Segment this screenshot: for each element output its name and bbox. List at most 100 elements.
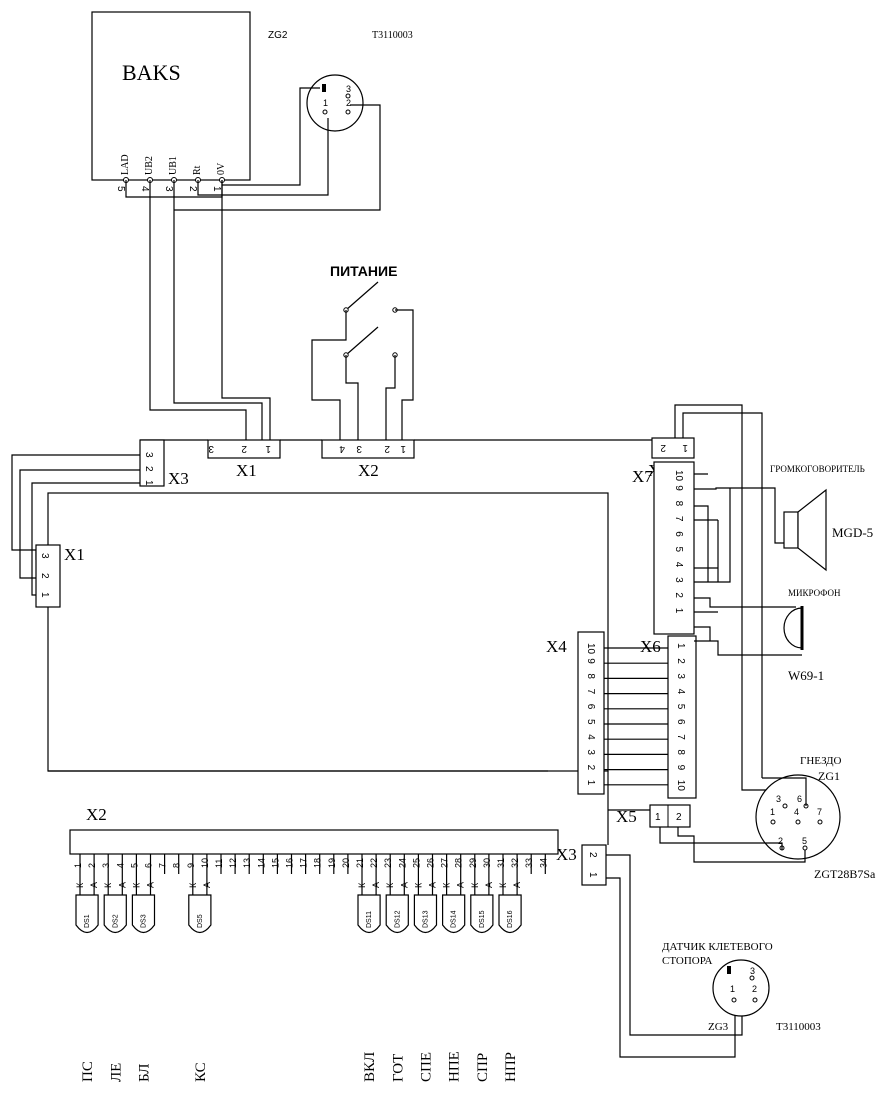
zg2-pin-c: 2	[346, 98, 351, 108]
baks-block: BAKS LAD UB2 UB1 Rt 0V 5 4 3 2 1	[91, 11, 251, 192]
top-x1-pin-3: 3	[208, 443, 214, 454]
top-x1-pin-2: 2	[241, 443, 247, 454]
led-name: НПР	[503, 1052, 519, 1082]
x7-pin: 4	[673, 562, 684, 568]
led-name: ПС	[80, 1061, 96, 1082]
zg2-pin-b: 1	[323, 98, 328, 108]
x2-pin-num: 22	[369, 858, 379, 868]
x2-pin-num: 29	[468, 858, 478, 868]
inner-x4-pin: 5	[585, 719, 596, 725]
zg1-pin-3: 3	[776, 794, 781, 804]
top-x3-label: X3	[168, 469, 189, 488]
x2-pin-num: 8	[172, 863, 182, 868]
zg3-title-2: СТОПОРА	[662, 955, 712, 967]
top-x1-pin-1: 1	[265, 443, 271, 454]
led-name: НПЕ	[447, 1051, 463, 1082]
connector-x5: 1 2 X5	[616, 804, 691, 828]
x6-pin: 1	[675, 643, 686, 649]
x2-pin-num: 12	[228, 858, 238, 868]
zg3-connector: ДАТЧИК КЛЕТЕВОГО СТОПОРА 3 1 2 ZG3 T3110…	[662, 941, 821, 1033]
inner-x4-pin: 6	[585, 704, 596, 710]
baks-pin-5-num: 5	[115, 186, 126, 192]
baks-pin-1-name: 0V	[216, 162, 227, 175]
x2-pin-num: 17	[299, 858, 309, 868]
led-a-label: А	[371, 882, 381, 888]
x4-x6-wires	[604, 647, 668, 786]
top-connector-x2: 4 3 2 1 X2	[321, 439, 415, 480]
x2-pin-num: 19	[327, 858, 337, 868]
led-id: DS15	[479, 910, 486, 928]
led-a-label: А	[512, 882, 522, 888]
led-id: DS1	[84, 914, 91, 928]
baks-pin-2-num: 2	[187, 186, 198, 192]
led-body	[385, 894, 409, 934]
inner-x4-label: X4	[546, 637, 567, 656]
x2-pin-num: 25	[411, 858, 421, 868]
led-body	[103, 894, 127, 934]
x3-label: X3	[556, 845, 577, 864]
x2-pin-num: 11	[214, 859, 224, 868]
x2-pin-num: 4	[115, 863, 125, 868]
zg3-code: T3110003	[776, 1021, 821, 1033]
led-body	[498, 894, 522, 934]
speaker: ГРОМКОГОВОРИТЕЛЬ MGD-5	[770, 464, 873, 572]
x2-pin-num: 27	[440, 858, 450, 868]
led-k-label: К	[357, 882, 367, 888]
zg1-name: ZG1	[818, 769, 840, 783]
x2-pin-num: 1	[73, 863, 83, 868]
baks-pin-2-name: Rt	[192, 165, 203, 175]
led-a-label: А	[89, 882, 99, 888]
x2-pin-num: 18	[313, 858, 323, 868]
x2-pin-num: 9	[186, 863, 196, 868]
zg1-code: ZGT28B7Sa	[814, 867, 876, 881]
x2-pin-num: 3	[101, 863, 111, 868]
zg1-pin-6: 6	[797, 794, 802, 804]
x5-pin-2: 2	[676, 812, 682, 823]
top-x4-pin-2: 2	[660, 442, 666, 453]
x2-pin-num: 7	[158, 863, 168, 868]
x7-pin: 8	[673, 501, 684, 507]
x7-pin: 2	[673, 592, 684, 598]
led-a-label: А	[146, 882, 156, 888]
inner-x4-pin: 9	[585, 658, 596, 664]
left-x1-pin-1: 1	[39, 592, 50, 598]
x6-pin: 2	[675, 658, 686, 664]
led-name: ВКЛ	[362, 1052, 378, 1082]
inner-x4-pin: 7	[585, 689, 596, 695]
microphone: МИКРОФОН W69-1	[783, 588, 841, 683]
top-x2-pin-1: 1	[400, 443, 406, 454]
main-board	[47, 492, 609, 772]
led-body	[413, 894, 438, 934]
x6-pin: 8	[675, 749, 686, 755]
x2-pin-num: 14	[256, 858, 266, 868]
left-connector-x1: 3 2 1 X1	[35, 544, 85, 608]
microphone-title: МИКРОФОН	[788, 588, 841, 598]
led-body	[188, 894, 212, 934]
inner-x4-pin: 8	[585, 673, 596, 679]
zg1-pin-4: 4	[794, 807, 799, 817]
x6-pin: 9	[675, 765, 686, 771]
zg1-pin-7: 7	[817, 807, 822, 817]
led-name: СПЕ	[418, 1052, 434, 1082]
led-k-label: К	[470, 882, 480, 888]
led-id: DS3	[140, 914, 147, 928]
led-a-label: А	[456, 882, 466, 888]
top-x3-pin-1: 1	[143, 480, 154, 486]
x7-label: X7	[632, 467, 653, 486]
zg3-name: ZG3	[708, 1021, 729, 1033]
led-body	[131, 894, 156, 934]
led-body	[357, 894, 381, 934]
x2-pin-num: 28	[454, 858, 464, 868]
x2-pin-num: 23	[383, 858, 393, 868]
x2-pin-num: 21	[355, 858, 365, 868]
x2-pin-num: 26	[426, 858, 436, 868]
left-x1-label: X1	[64, 545, 85, 564]
x5-label: X5	[616, 807, 637, 826]
x6-pin: 3	[675, 673, 686, 679]
inner-x4-pin: 1	[585, 780, 596, 786]
top-x2-pin-2: 2	[384, 443, 390, 454]
